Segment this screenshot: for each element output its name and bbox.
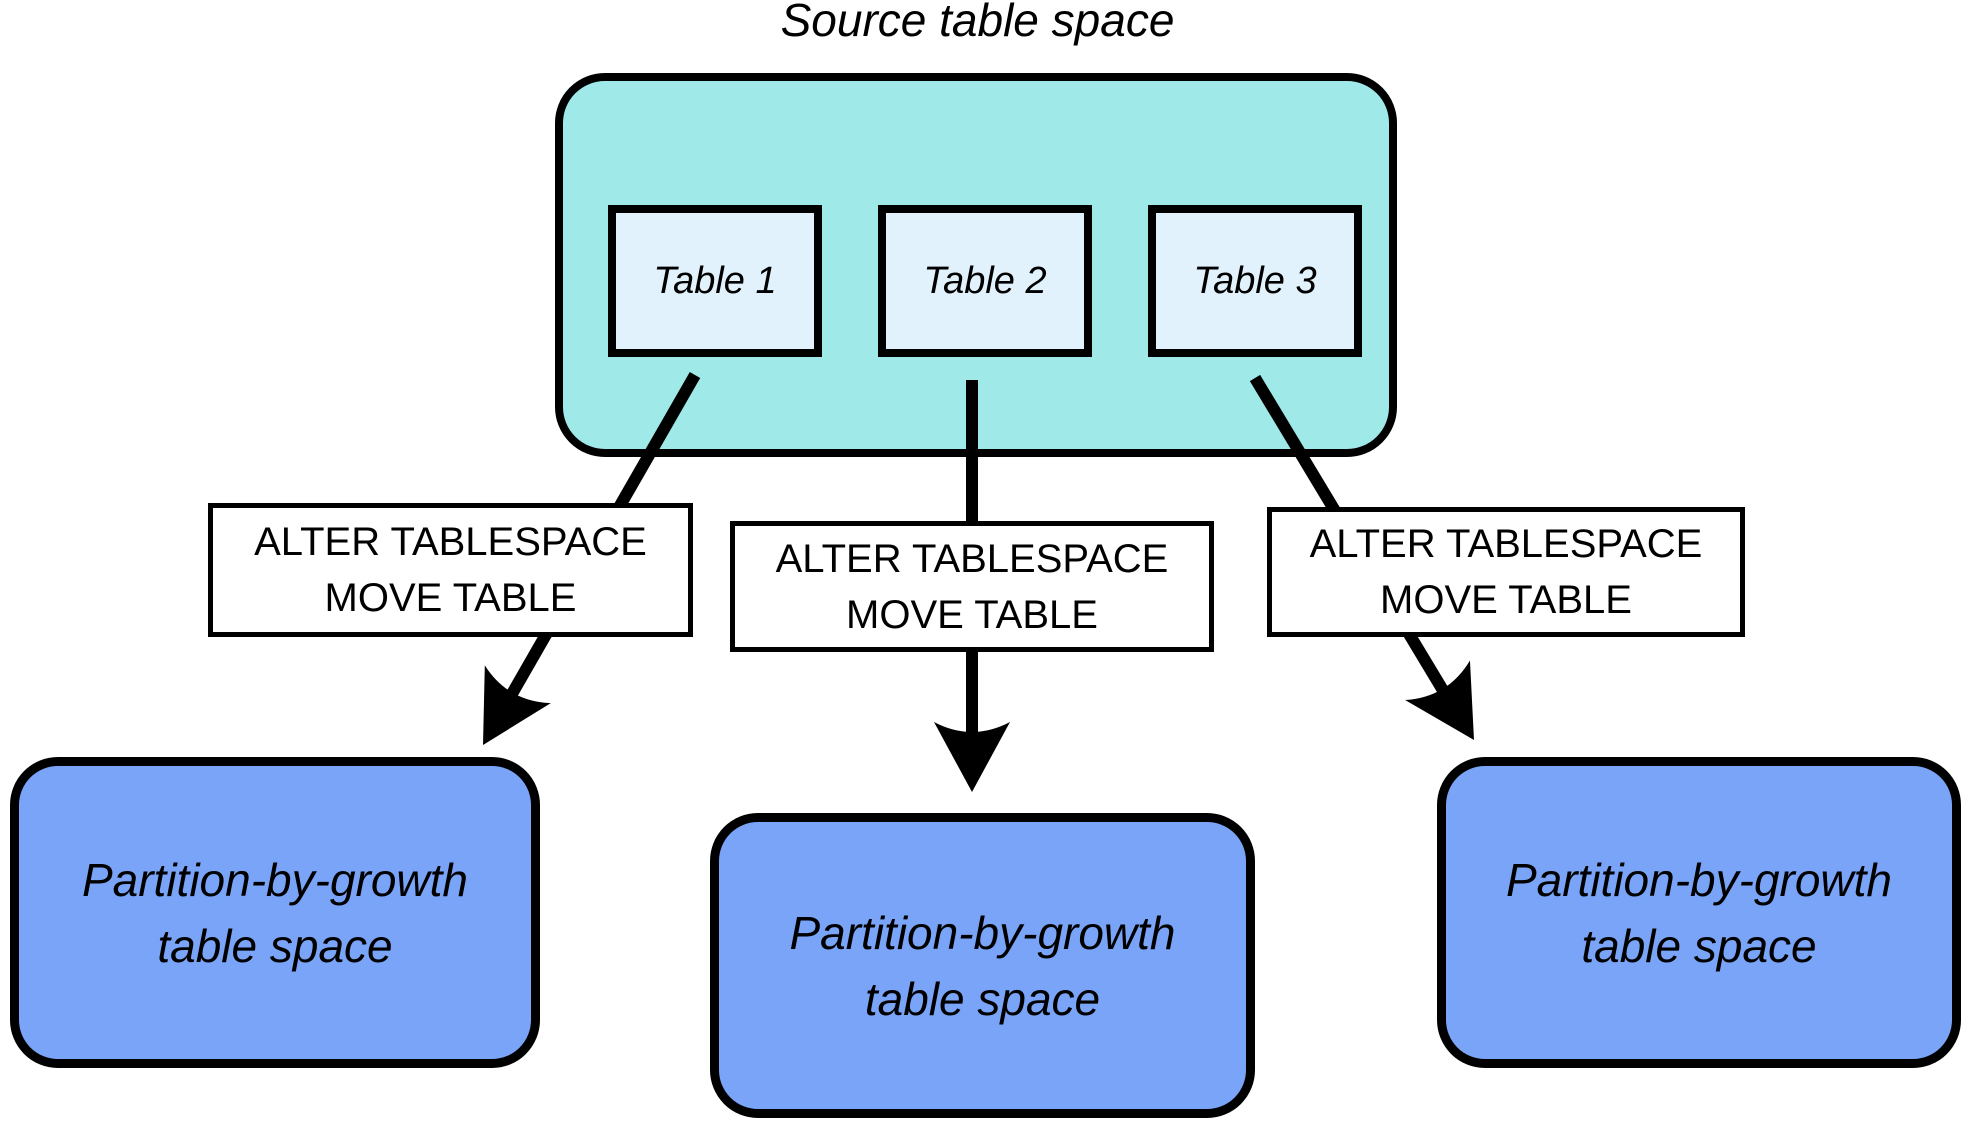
pbg-right-line-2: table space — [1581, 919, 1817, 972]
table-1-box: Table 1 — [608, 205, 822, 357]
arrow-right-head-icon — [1405, 660, 1474, 740]
table-3-label: Table 3 — [1193, 259, 1317, 302]
command-box-left: ALTER TABLESPACE MOVE TABLE — [208, 503, 693, 637]
table-1-label: Table 1 — [653, 259, 777, 302]
arrow-left-head-icon — [483, 665, 551, 745]
table-3-box: Table 3 — [1148, 205, 1362, 357]
command-box-middle: ALTER TABLESPACE MOVE TABLE — [730, 521, 1214, 652]
pbg-left-line-1: Partition-by-growth — [81, 853, 469, 906]
command-middle-line-2: MOVE TABLE — [846, 592, 1098, 637]
source-tablespace-box: Table 1 Table 2 Table 3 — [555, 73, 1397, 457]
diagram-title: Source table space — [780, 0, 1175, 46]
command-left-line-1: ALTER TABLESPACE — [254, 520, 647, 564]
table-2-box: Table 2 — [878, 205, 1092, 357]
command-box-right: ALTER TABLESPACE MOVE TABLE — [1267, 507, 1745, 637]
command-left-line-2: MOVE TABLE — [324, 576, 577, 620]
table-2-label: Table 2 — [923, 259, 1047, 302]
pbg-tablespace-box-middle: Partition-by-growth table space — [710, 813, 1255, 1118]
pbg-tablespace-box-left: Partition-by-growth table space — [10, 757, 540, 1068]
command-middle-line-1: ALTER TABLESPACE — [775, 536, 1169, 581]
pbg-tablespace-box-right: Partition-by-growth table space — [1437, 757, 1961, 1068]
pbg-right-line-1: Partition-by-growth — [1505, 853, 1893, 906]
pbg-left-line-2: table space — [157, 919, 393, 972]
pbg-middle-line-2: table space — [864, 972, 1101, 1025]
command-right-line-2: MOVE TABLE — [1380, 578, 1632, 622]
pbg-middle-line-1: Partition-by-growth — [789, 906, 1176, 959]
arrow-middle-head-icon — [934, 722, 1010, 792]
command-right-line-1: ALTER TABLESPACE — [1309, 522, 1703, 566]
